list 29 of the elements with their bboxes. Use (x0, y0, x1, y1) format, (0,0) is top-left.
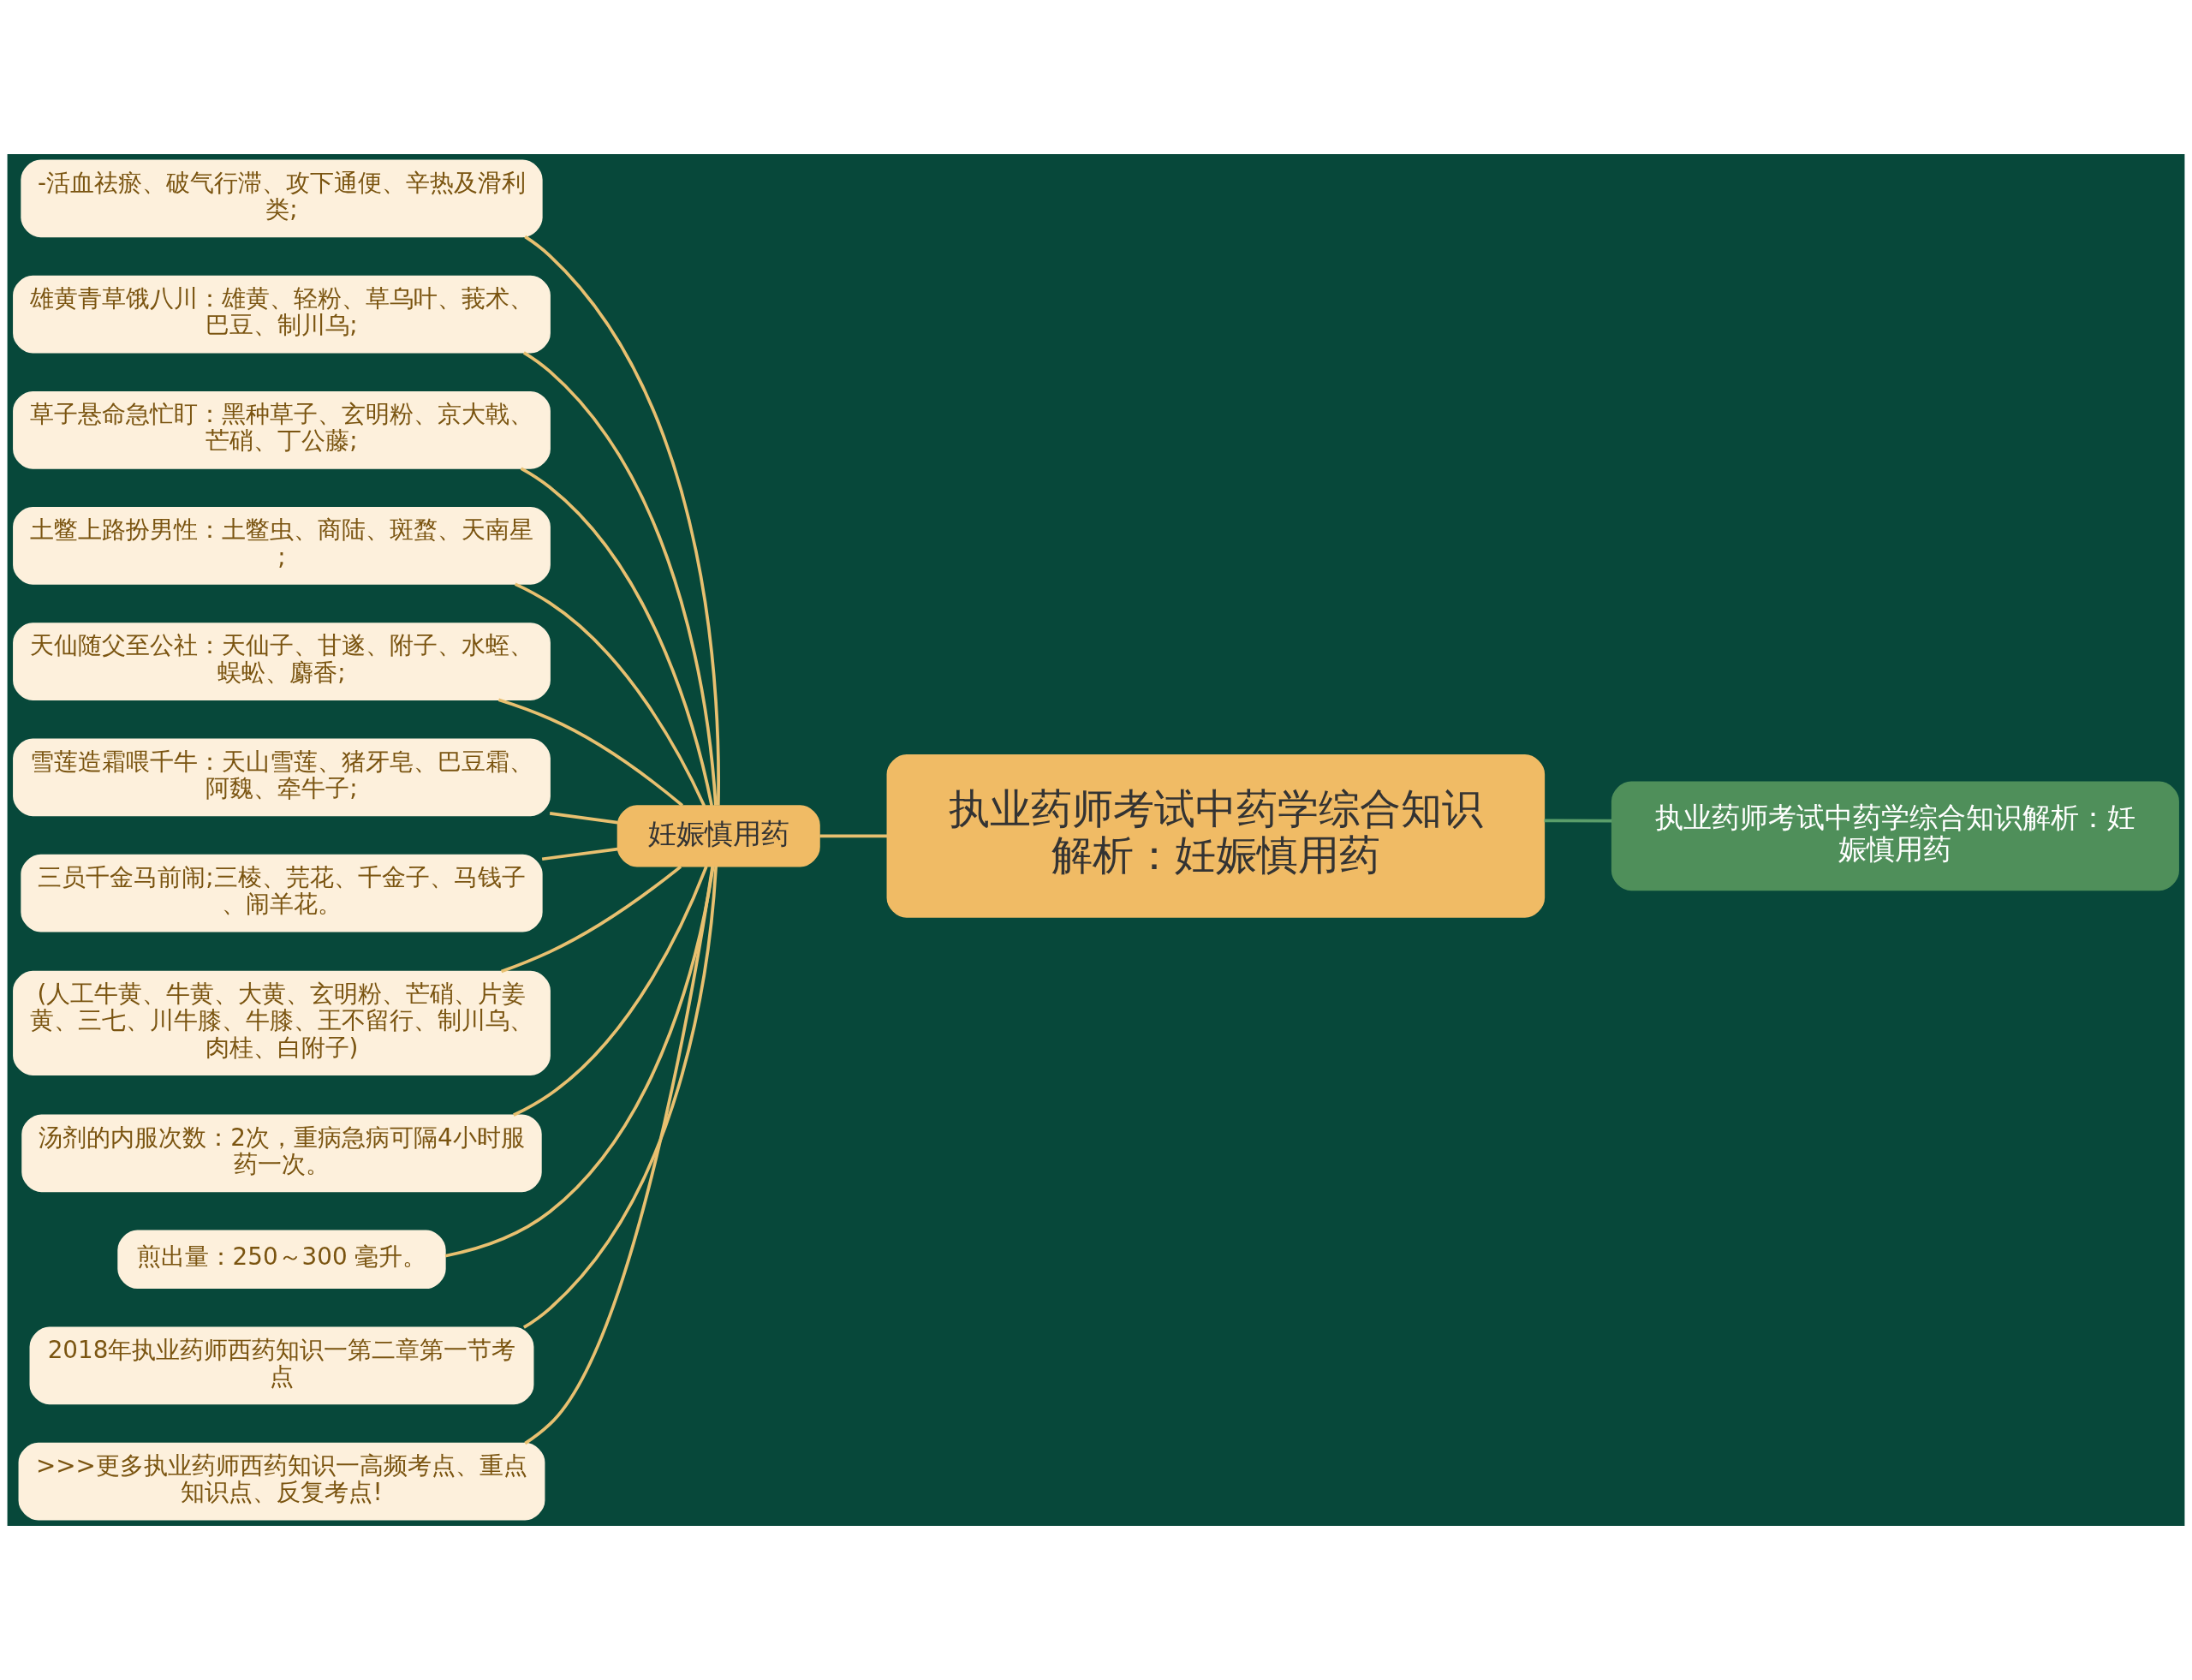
node-box: 雪莲造霜喂千牛：天山雪莲、猪牙皂、巴豆霜、阿魏、牵牛子; (13, 738, 551, 817)
connector (541, 847, 618, 861)
node-box: 草子悬命急忙盯：黑种草子、玄明粉、京大戟、芒硝、丁公藤; (13, 390, 551, 469)
node-box: 天仙随父至公社：天仙子、甘遂、附子、水蛭、蜈蚣、麝香; (13, 623, 551, 701)
node-box: 雄黄青草饿八川：雄黄、轻粉、草乌叶、莪术、巴豆、制川乌; (13, 275, 551, 354)
connector (520, 467, 714, 807)
connector (497, 698, 684, 807)
node-box: >>>更多执业药师西药知识一高频考点、重点知识点、反复考点! (18, 1442, 545, 1521)
node-box: 汤剂的内服次数：2次，重病急病可隔4小时服药一次。 (21, 1114, 542, 1193)
connector (549, 812, 618, 825)
node-box: 执业药师考试中药学综合知识解析：妊娠慎用药 (886, 754, 1546, 918)
connector (1544, 819, 1612, 823)
node-box: 妊娠慎用药 (616, 805, 820, 867)
connector (444, 866, 715, 1258)
connector (500, 865, 682, 974)
connector (522, 866, 718, 1329)
connector (522, 351, 718, 806)
node-box: 2018年执业药师西药知识一第二章第一节考点 (29, 1326, 534, 1405)
connector (513, 866, 708, 1117)
node-box: 土鳖上路扮男性：土鳖虫、商陆、斑蝥、天南星; (13, 507, 551, 585)
node-box: 执业药师考试中药学综合知识解析：妊娠慎用药 (1611, 781, 2179, 891)
connector (524, 235, 720, 806)
connector (819, 834, 888, 838)
node-box: 煎出量：250～300 毫升。 (117, 1230, 446, 1290)
node-box: (人工牛黄、牛黄、大黄、玄明粉、芒硝、片姜黄、三七、川牛膝、牛膝、王不留行、制川乌、肉桂、白附子) (13, 970, 551, 1076)
connector (524, 866, 714, 1445)
node-box: 三员千金马前闹;三棱、芫花、千金子、马钱子、闹羊花。 (21, 854, 543, 932)
node-box: -活血祛瘀、破气行滞、攻下通便、辛热及滑利类; (21, 159, 543, 238)
connector (514, 582, 706, 807)
